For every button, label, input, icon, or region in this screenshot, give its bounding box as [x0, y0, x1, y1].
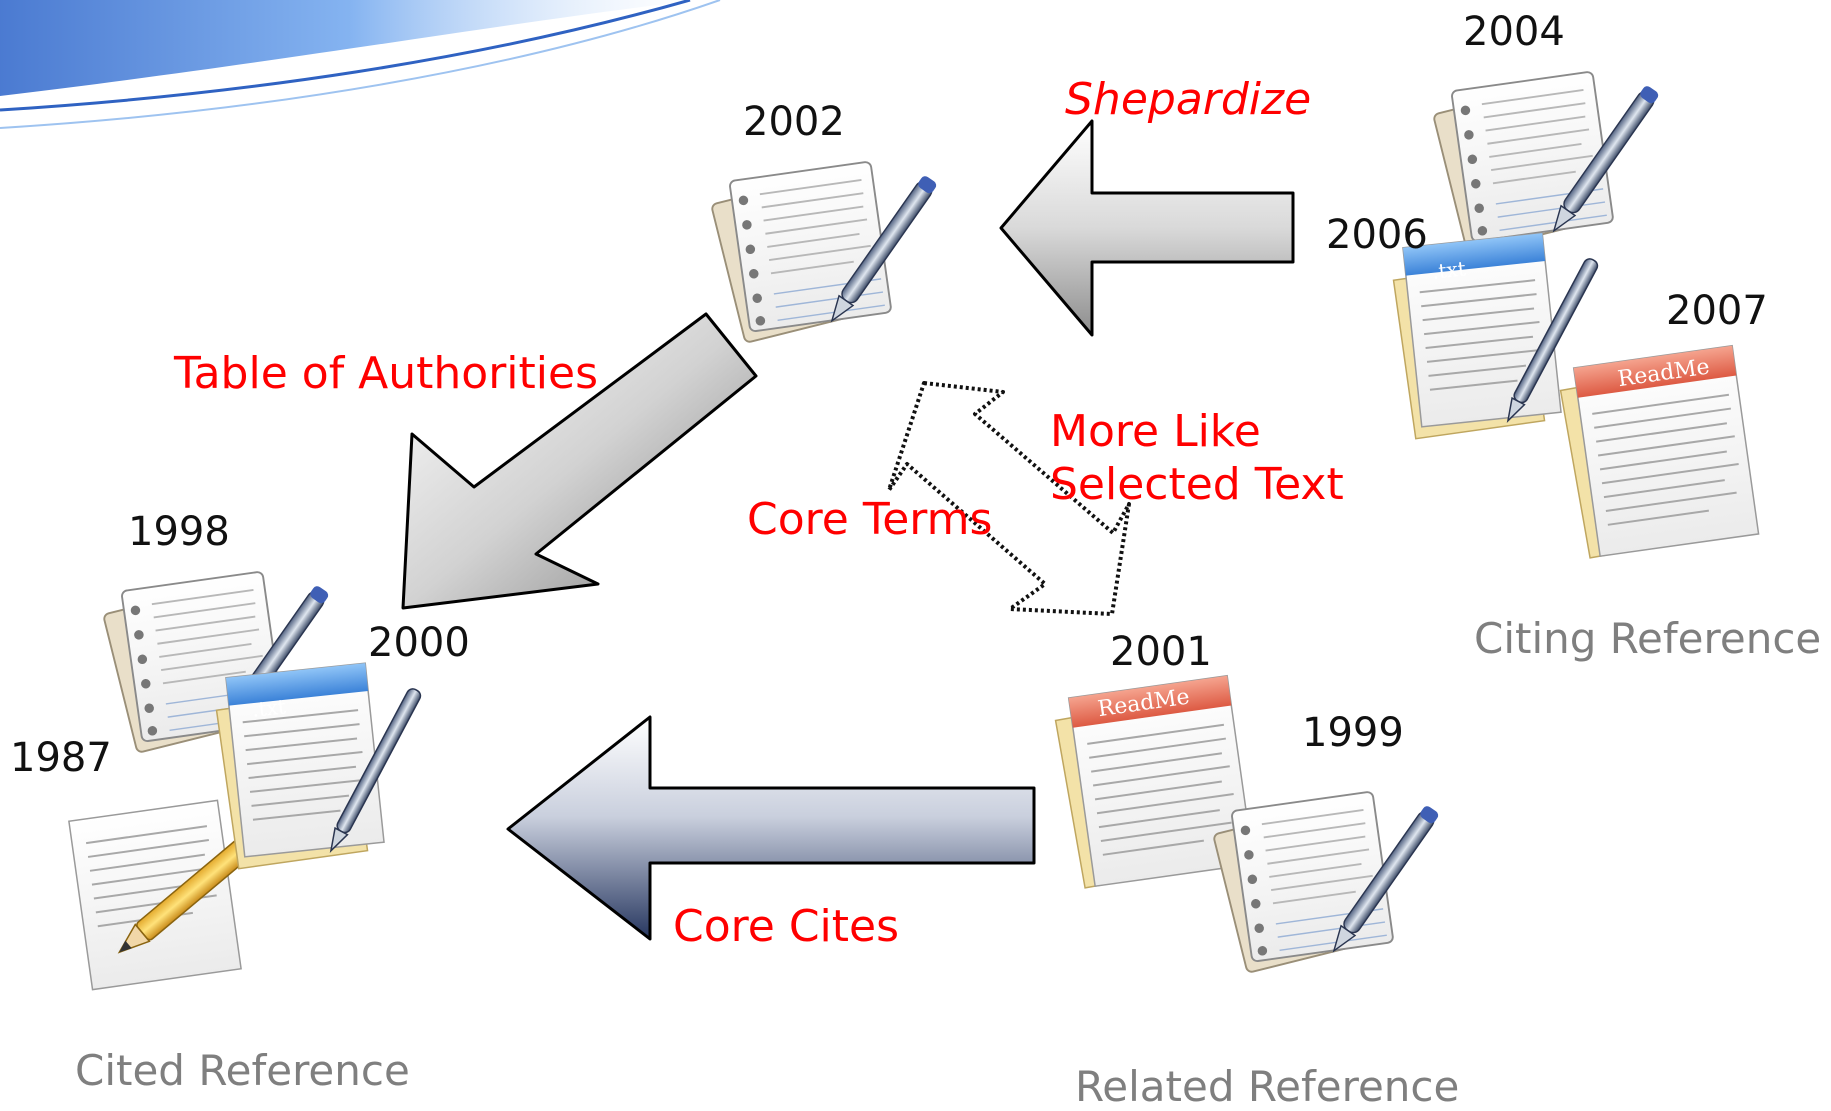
- year-label-1987: 1987: [10, 735, 112, 781]
- core-terms-label: Core Terms: [747, 494, 993, 545]
- year-label-2002: 2002: [743, 99, 845, 145]
- txt-tab-label: .txt: [251, 694, 287, 721]
- notepad-pen-icon: [1432, 70, 1661, 254]
- more-like-label-line1: More Like: [1050, 406, 1261, 457]
- core-cites-arrow: [506, 715, 1036, 941]
- txt-tab-label: .txt: [1431, 256, 1467, 283]
- more-like-label-line2: Selected Text: [1050, 459, 1344, 510]
- year-label-2007: 2007: [1666, 288, 1768, 334]
- cited-reference-label: Cited Reference: [75, 1046, 410, 1095]
- txt-document-icon: [215, 662, 424, 870]
- core-cites-label: Core Cites: [673, 901, 900, 952]
- year-label-2000: 2000: [368, 620, 470, 666]
- table-of-authorities-label: Table of Authorities: [174, 348, 598, 399]
- shepardize-label: Shepardize: [1065, 74, 1312, 125]
- notepad-pen-icon: [1212, 790, 1441, 974]
- more-like-dotted-arrow: [887, 381, 1131, 616]
- citing-reference-label: Citing Reference: [1474, 614, 1822, 663]
- related-reference-label: Related Reference: [1075, 1062, 1460, 1111]
- year-label-1999: 1999: [1302, 710, 1404, 756]
- shepardize-arrow: [999, 119, 1295, 337]
- year-label-2004: 2004: [1463, 9, 1565, 55]
- table-of-authorities-arrow: [401, 312, 758, 610]
- year-label-2006: 2006: [1326, 212, 1428, 258]
- year-label-1998: 1998: [128, 509, 230, 555]
- notepad-pen-icon: [710, 160, 939, 344]
- header-swoosh: [0, 0, 721, 129]
- year-label-2001: 2001: [1110, 629, 1212, 675]
